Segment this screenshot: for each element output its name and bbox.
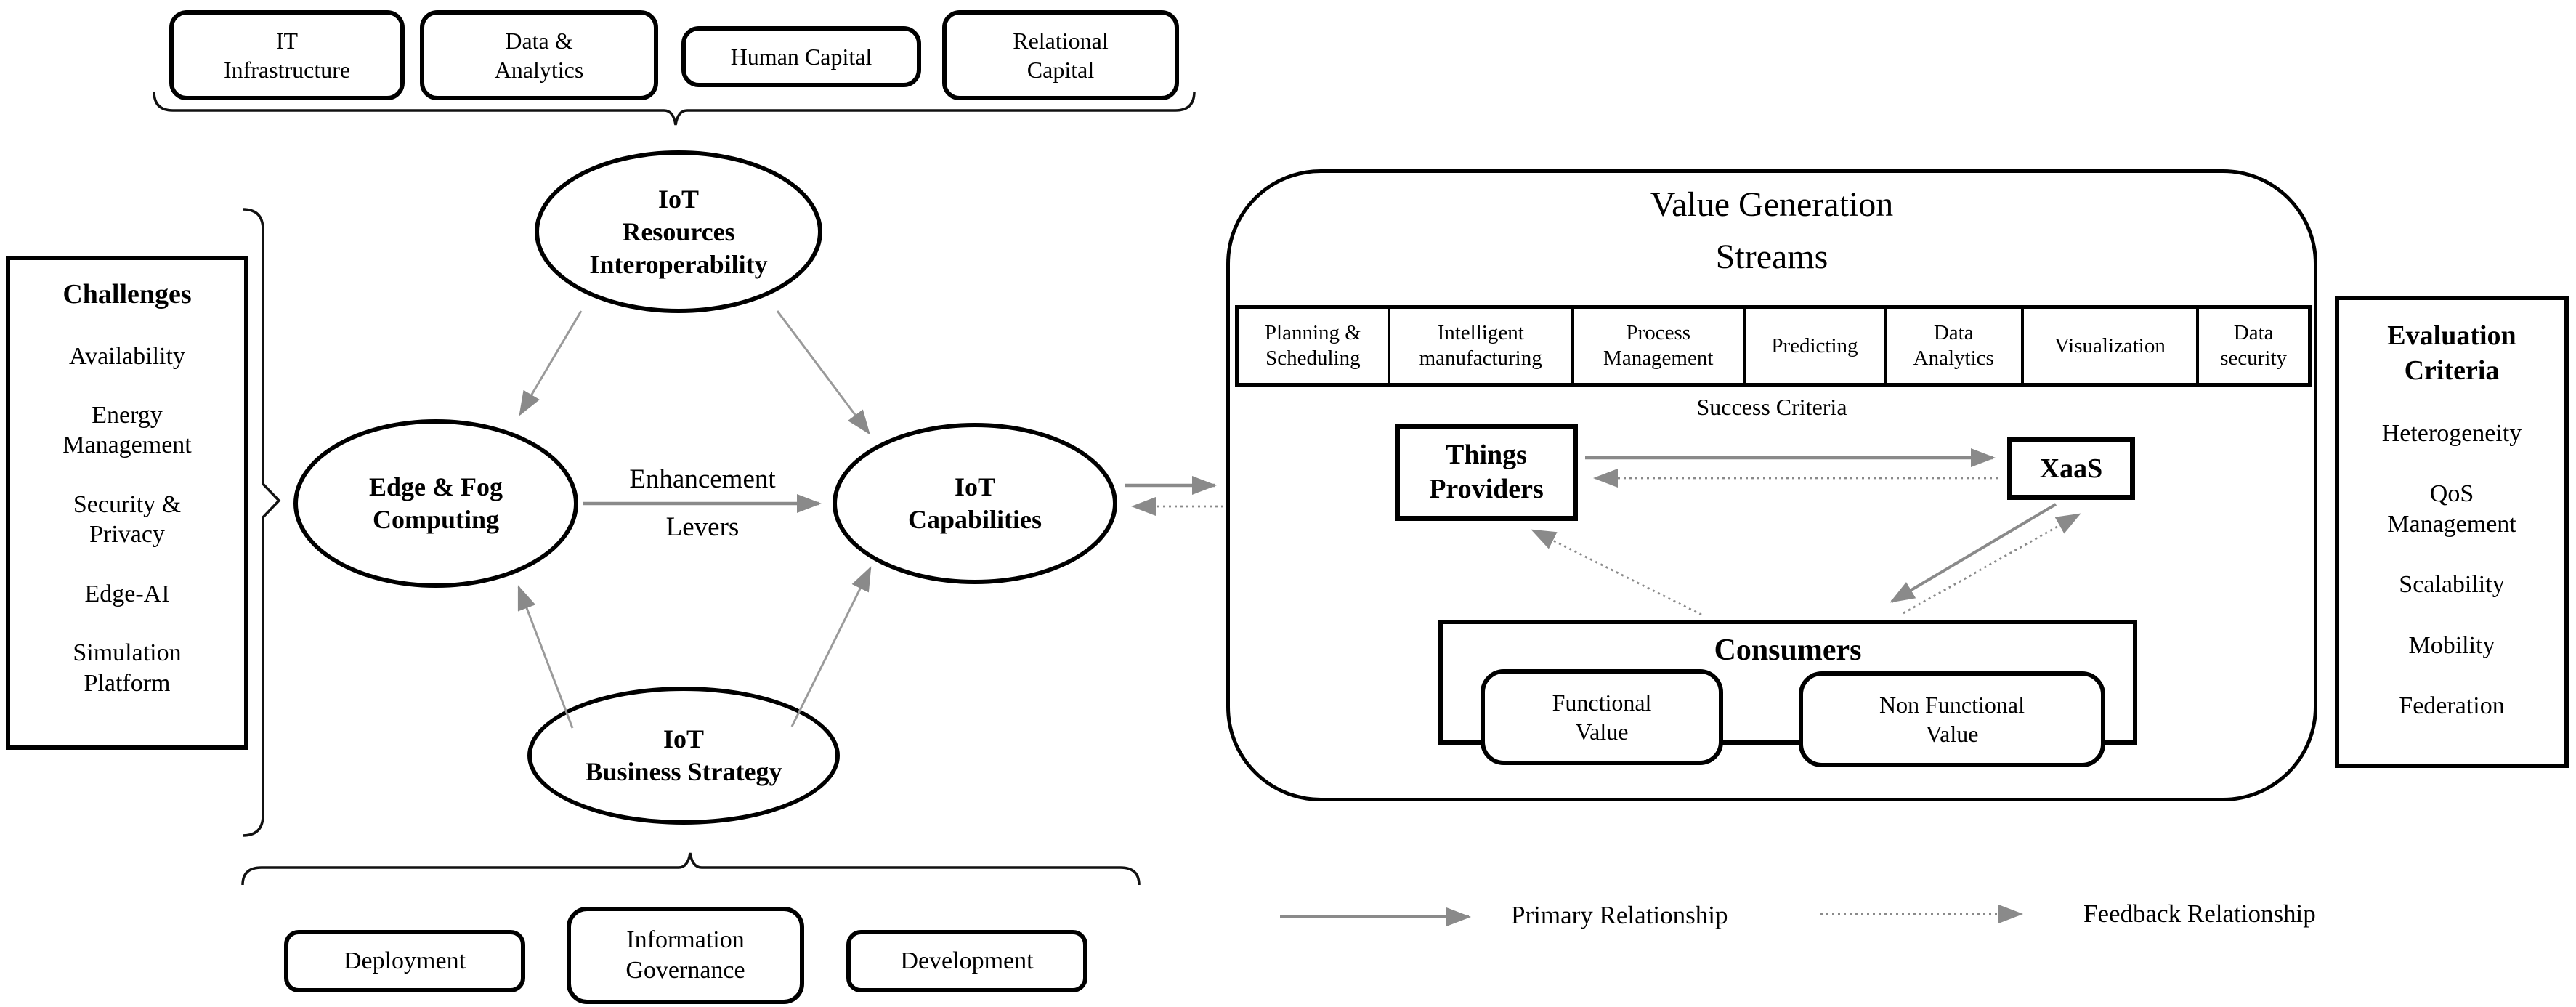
capital-label-line: Relational: [1013, 28, 1109, 54]
value-generation-title: Value Generation Streams: [1650, 185, 1894, 276]
capital-label-line: Human Capital: [730, 44, 872, 70]
capital-label-line: Capital: [1026, 57, 1095, 83]
challenge-item: Edge-AI: [84, 580, 170, 607]
arrow-resources-to-edgefog: [519, 310, 583, 416]
governance-box-deployment: Deployment: [284, 930, 525, 992]
challenges-title: Challenges: [62, 279, 192, 310]
capital-label-line: Infrastructure: [223, 57, 351, 83]
capital-box-data-analytics: Data & Analytics: [420, 10, 658, 100]
arrow-business-to-edgefog: [517, 585, 574, 729]
capital-label-line: IT: [275, 28, 299, 54]
consumers-title: Consumers: [1714, 634, 1862, 667]
arrow-business-to-capabilities: [790, 566, 872, 727]
capital-box-human-capital: Human Capital: [681, 26, 921, 87]
stream-cell-predicting: Predicting: [1746, 309, 1887, 383]
evaluation-item: Federation: [2399, 692, 2505, 720]
stream-cell-visualization: Visualization: [2024, 309, 2200, 383]
evaluation-item: Scalability: [2399, 571, 2505, 599]
enhancement-levers-label-top: Enhancement: [629, 464, 776, 494]
challenge-item: Security &Privacy: [73, 490, 182, 549]
stream-cell-planning-scheduling: Planning &Scheduling: [1239, 309, 1390, 383]
enhancement-levers-label-bottom: Levers: [665, 512, 740, 542]
legend-primary-label: Primary Relationship: [1511, 901, 1728, 929]
governance-box-development: Development: [846, 930, 1087, 992]
evaluation-item: Mobility: [2408, 631, 2495, 659]
challenge-item: Availability: [69, 342, 185, 370]
arrow-resources-to-capabilities: [776, 310, 870, 435]
success-criteria-label: Success Criteria: [1696, 394, 1847, 420]
capital-box-it-infrastructure: IT Infrastructure: [169, 10, 405, 100]
xaas-box: XaaS: [2007, 437, 2135, 500]
evaluation-item: Heterogeneity: [2381, 420, 2522, 447]
legend-feedback-label: Feedback Relationship: [2083, 899, 2316, 928]
capital-label-line: Data &: [505, 28, 573, 54]
governance-brace: [241, 852, 1141, 886]
capital-label-line: Analytics: [494, 57, 584, 83]
